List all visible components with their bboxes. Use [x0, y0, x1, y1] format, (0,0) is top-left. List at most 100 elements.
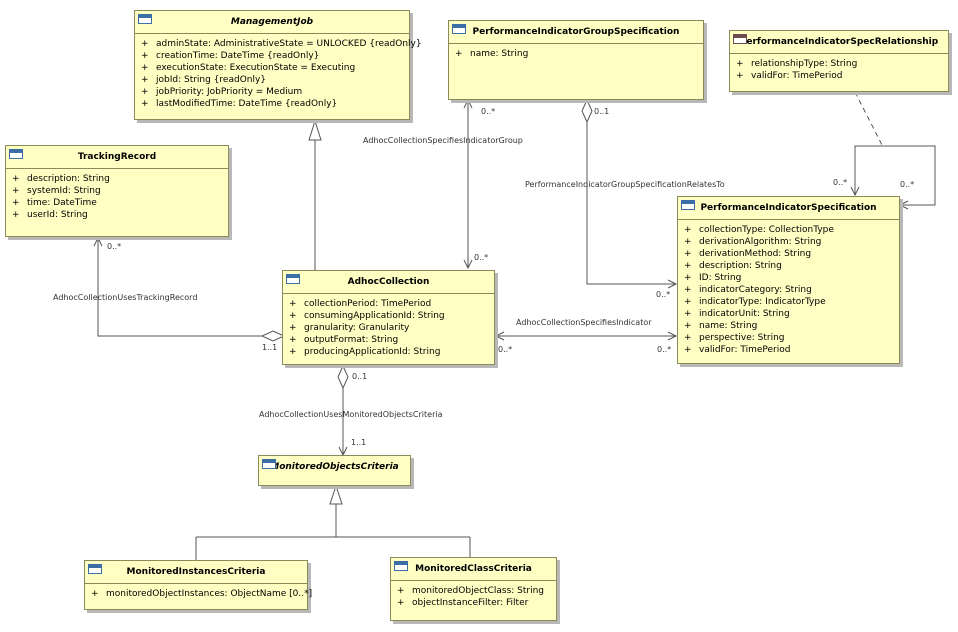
attribute-list: +name: String	[449, 44, 703, 62]
attribute-list: +monitoredObjectClass: String +objectIns…	[391, 581, 556, 611]
multiplicity-label: 0..1	[352, 372, 368, 381]
class-monitored-objects-criteria[interactable]: MonitoredObjectsCriteria	[258, 455, 411, 486]
arrowhead-self-right	[898, 200, 909, 210]
class-adhoc-collection[interactable]: AdhocCollection +collectionPeriod: TimeP…	[282, 270, 495, 365]
assoc-uses-tracking-record	[97, 238, 262, 337]
assoc-label-uses-tracking-record: AdhocCollectionUsesTrackingRecord	[53, 293, 198, 302]
arrowhead-pis-relates	[667, 279, 678, 289]
multiplicity-label: 0..*	[498, 345, 513, 354]
arrowhead-pis-right	[667, 331, 678, 341]
multiplicity-label: 1..1	[351, 438, 367, 447]
multiplicity-label: 0..1	[594, 107, 610, 116]
class-header: ManagementJob	[135, 11, 409, 34]
class-name: AdhocCollection	[347, 277, 430, 287]
attribute-list: +relationshipType: String +validFor: Tim…	[730, 54, 948, 84]
assoc-label-specifies-indicator-group: AdhocCollectionSpecifiesIndicatorGroup	[363, 136, 523, 145]
class-name: PerformanceIndicatorSpecRelationship	[739, 37, 939, 47]
multiplicity-label: 0..*	[657, 345, 672, 354]
attribute-row: +producingApplicationId: String	[289, 347, 441, 357]
assoc-label-specifies-indicator: AdhocCollectionSpecifiesIndicator	[516, 318, 652, 327]
attribute-row: +consumingApplicationId: String	[289, 311, 445, 321]
arrowhead-self-left	[850, 186, 860, 197]
class-name: PerformanceIndicatorGroupSpecification	[472, 27, 680, 37]
multiplicity-label: 0..*	[656, 290, 671, 299]
attribute-row: +userId: String	[12, 210, 88, 220]
attribute-row: +adminState: AdministrativeState = UNLOC…	[141, 39, 422, 49]
attribute-row: +description: String	[684, 261, 782, 271]
attribute-list: +adminState: AdministrativeState = UNLOC…	[135, 34, 422, 112]
class-management-job[interactable]: ManagementJob +adminState: Administrativ…	[134, 10, 422, 120]
attribute-list: +collectionPeriod: TimePeriod +consuming…	[283, 294, 494, 360]
class-name: MonitoredClassCriteria	[415, 564, 532, 574]
attribute-row: +lastModifiedTime: DateTime {readOnly}	[141, 99, 338, 109]
attribute-row: +collectionPeriod: TimePeriod	[289, 299, 432, 309]
attribute-row: +jobPriority: JobPriority = Medium	[141, 87, 303, 97]
class-icon	[138, 14, 152, 24]
assoc-label-group-relates-to: PerformanceIndicatorGroupSpecificationRe…	[525, 180, 725, 189]
attribute-row: +derivationAlgorithm: String	[684, 237, 822, 247]
class-icon	[9, 149, 23, 159]
multiplicity-label: 0..*	[107, 242, 122, 251]
attribute-list: +description: String +systemId: String +…	[6, 169, 228, 223]
attribute-row: +indicatorCategory: String	[684, 285, 812, 295]
attribute-row: +indicatorType: IndicatorType	[684, 297, 826, 307]
attribute-row: +description: String	[12, 174, 110, 184]
class-name: PerformanceIndicatorSpecification	[700, 203, 877, 213]
class-icon	[286, 274, 300, 284]
class-header: PerformanceIndicatorGroupSpecification	[449, 21, 703, 44]
arrowhead-ac-left	[494, 331, 505, 341]
attribute-row: +name: String	[684, 321, 758, 331]
class-header: MonitoredClassCriteria	[391, 558, 556, 581]
class-header: AdhocCollection	[283, 271, 494, 294]
attribute-row: +systemId: String	[12, 186, 101, 196]
attribute-row: +relationshipType: String	[736, 59, 858, 69]
class-name: TrackingRecord	[77, 152, 157, 162]
multiplicity-label: 0..*	[481, 107, 496, 116]
assoc-class-dashed-link	[854, 91, 883, 146]
generalization-criteria-tree	[195, 504, 471, 560]
class-header: TrackingRecord	[6, 146, 228, 169]
attribute-row: +indicatorUnit: String	[684, 309, 790, 319]
aggregation-diamond-ac-tr	[260, 330, 286, 342]
generalization-arrowhead-moc	[329, 484, 343, 505]
attribute-row: +validFor: TimePeriod	[684, 345, 791, 355]
attribute-list: +monitoredObjectInstances: ObjectName [0…	[85, 584, 313, 602]
attribute-list: +collectionType: CollectionType +derivat…	[678, 220, 899, 358]
attribute-row: +creationTime: DateTime {readOnly}	[141, 51, 320, 61]
attribute-row: +validFor: TimePeriod	[736, 71, 843, 81]
class-icon	[262, 459, 276, 469]
class-monitored-class-criteria[interactable]: MonitoredClassCriteria +monitoredObjectC…	[390, 557, 557, 621]
attribute-row: +objectInstanceFilter: Filter	[397, 598, 529, 608]
aggregation-diamond-pigs	[581, 98, 593, 124]
attribute-row: +name: String	[455, 49, 529, 59]
class-icon	[681, 200, 695, 210]
multiplicity-label: 0..*	[900, 180, 915, 189]
arrowhead-tr	[93, 236, 103, 247]
class-header: PerformanceIndicatorSpecRelationship	[730, 31, 948, 54]
assoc-group-relates-to	[586, 122, 676, 285]
arrowhead-ac	[463, 259, 473, 270]
class-header: PerformanceIndicatorSpecification	[678, 197, 899, 220]
class-tracking-record[interactable]: TrackingRecord +description: String +sys…	[5, 145, 229, 237]
class-header: MonitoredObjectsCriteria	[259, 456, 410, 478]
class-name: MonitoredObjectsCriteria	[270, 462, 399, 472]
class-performance-indicator-group-specification[interactable]: PerformanceIndicatorGroupSpecification +…	[448, 20, 704, 100]
class-performance-indicator-specification[interactable]: PerformanceIndicatorSpecification +colle…	[677, 196, 900, 364]
attribute-row: +derivationMethod: String	[684, 249, 812, 259]
class-icon	[394, 561, 408, 571]
attribute-row: +perspective: String	[684, 333, 785, 343]
class-name: MonitoredInstancesCriteria	[126, 567, 266, 577]
class-performance-indicator-spec-relationship[interactable]: PerformanceIndicatorSpecRelationship +re…	[729, 30, 949, 92]
aggregation-diamond-ac-moc	[337, 364, 349, 390]
class-monitored-instances-criteria[interactable]: MonitoredInstancesCriteria +monitoredObj…	[84, 560, 313, 610]
attribute-row: +collectionType: CollectionType	[684, 225, 834, 235]
multiplicity-label: 0..*	[833, 178, 848, 187]
association-class-icon	[733, 34, 747, 44]
attribute-row: +ID: String	[684, 273, 742, 283]
assoc-label-uses-monitored-criteria: AdhocCollectionUsesMonitoredObjectsCrite…	[259, 410, 443, 419]
multiplicity-label: 1..1	[262, 343, 278, 352]
attribute-row: +monitoredObjectInstances: ObjectName [0…	[91, 589, 313, 599]
attribute-row: +executionState: ExecutionState = Execut…	[141, 63, 356, 73]
arrowhead-pigs	[463, 98, 473, 109]
